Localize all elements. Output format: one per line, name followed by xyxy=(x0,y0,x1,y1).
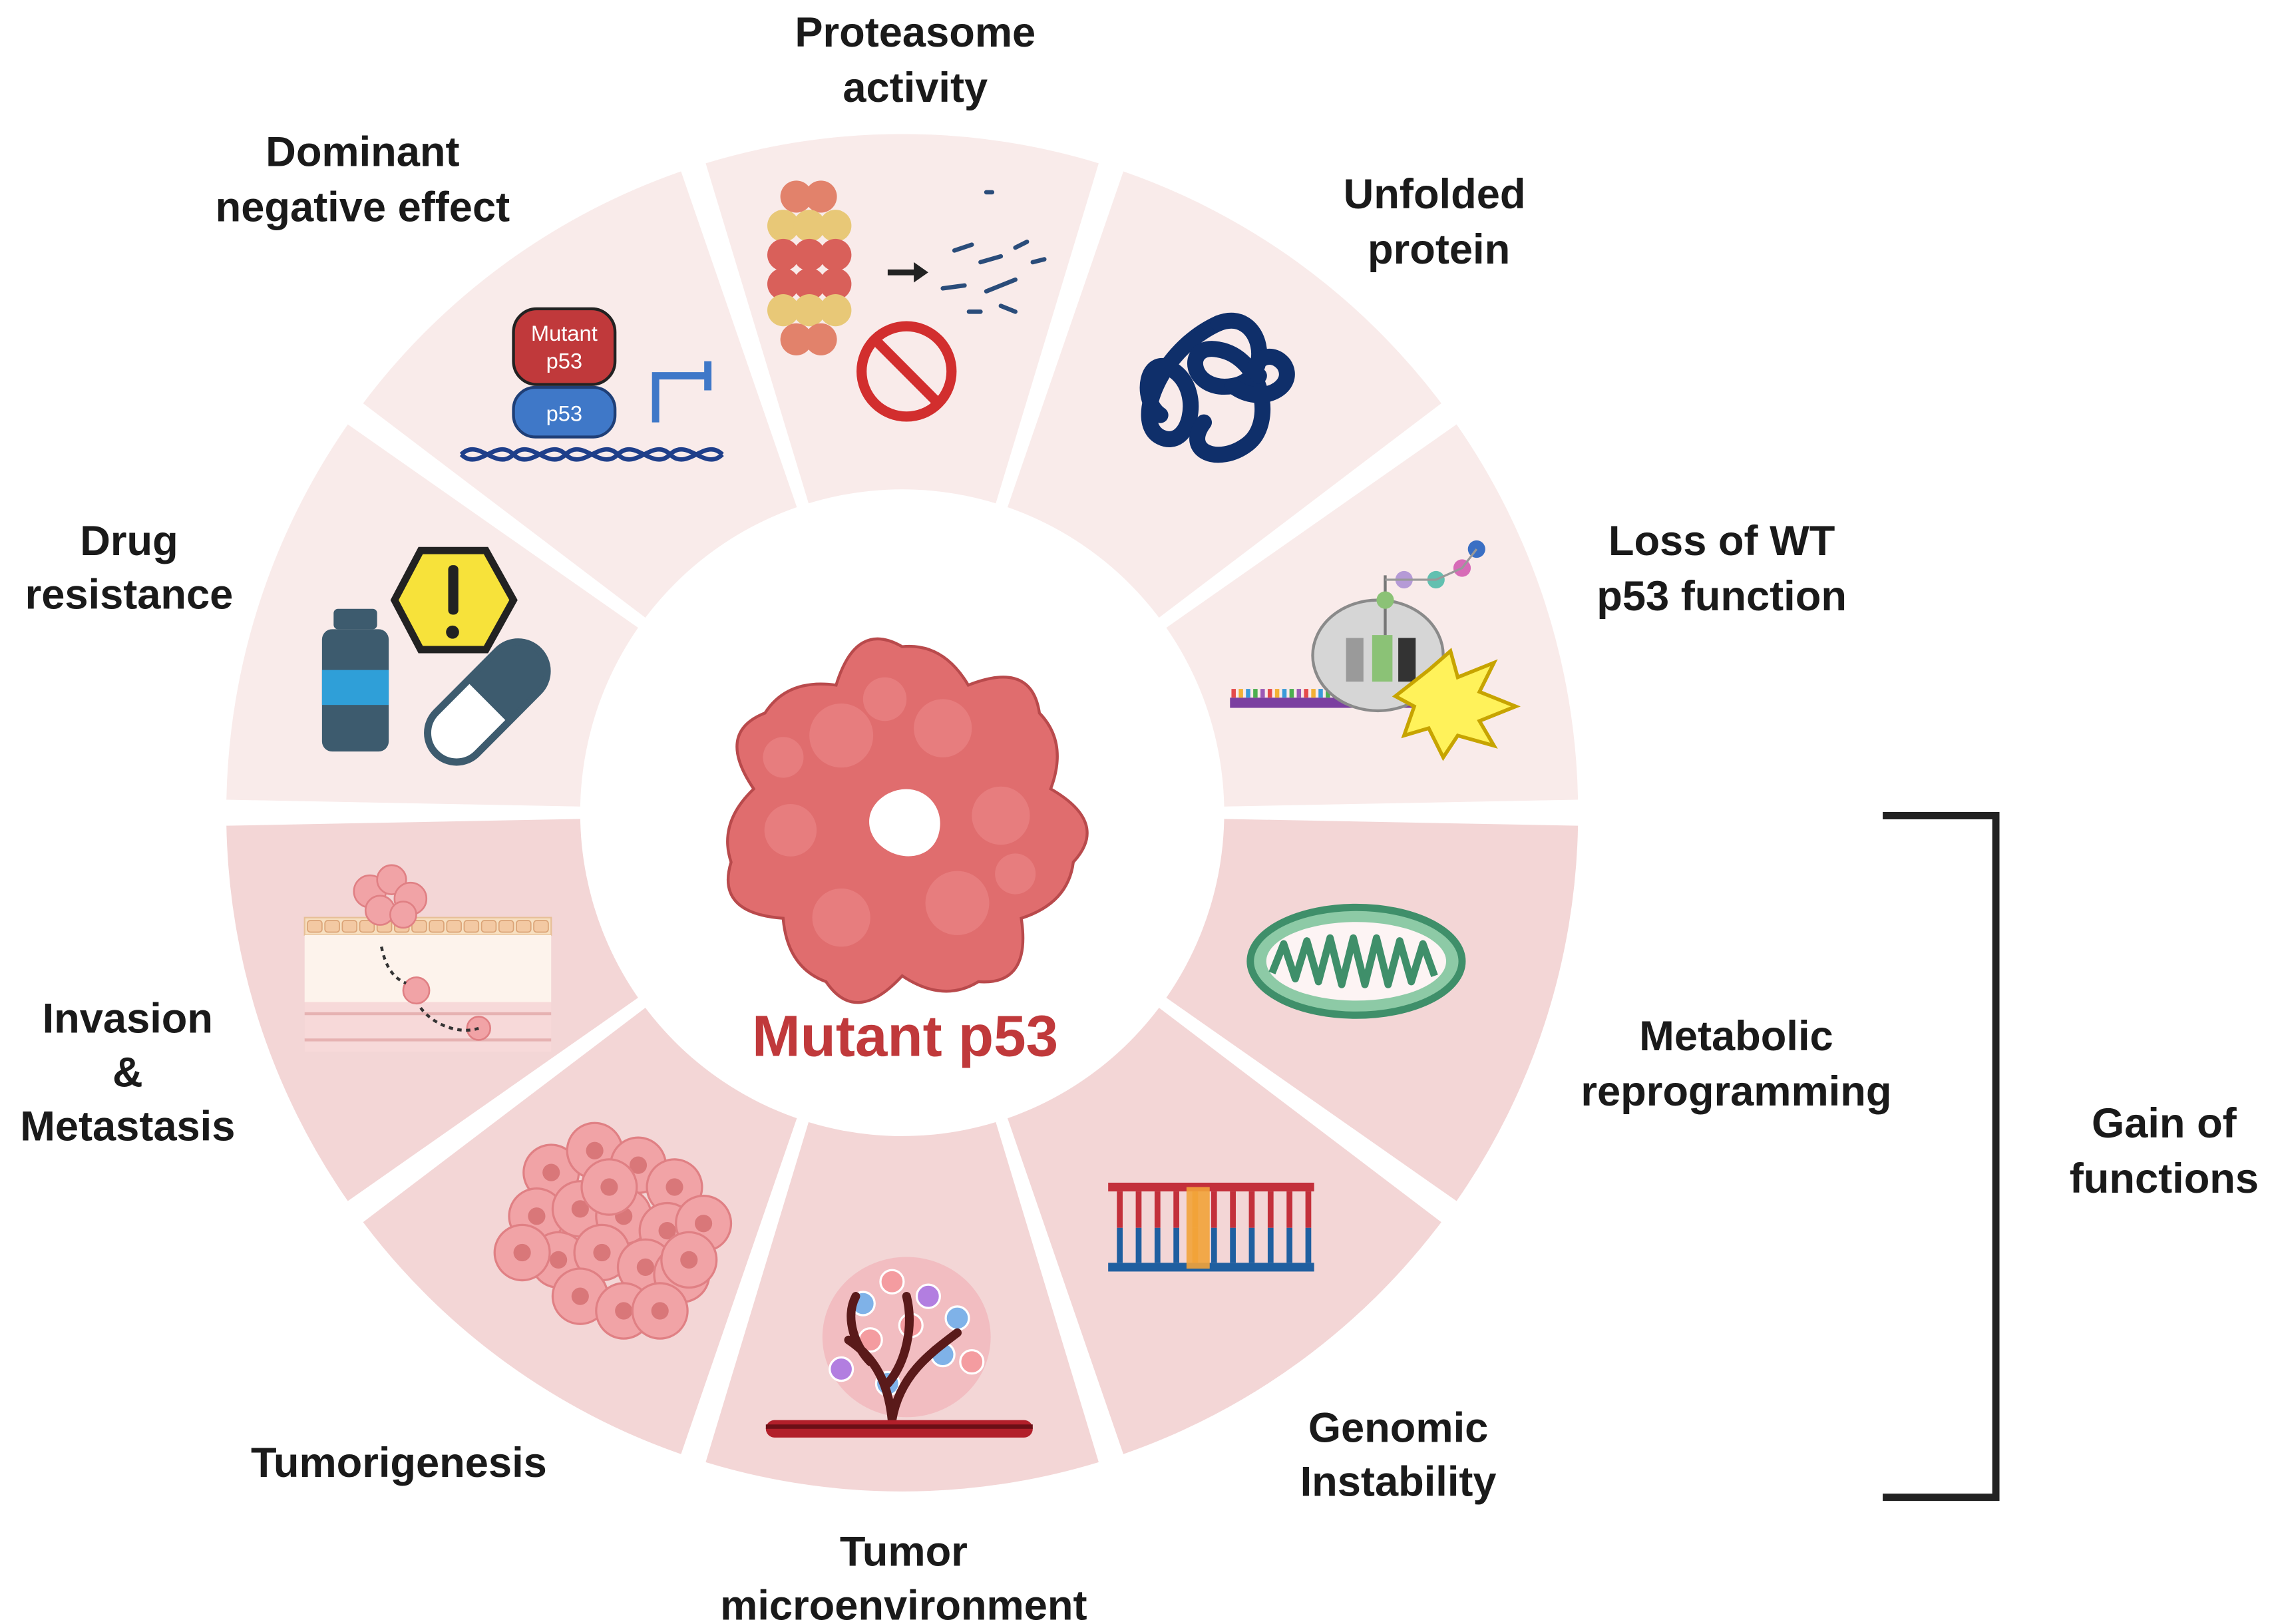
mutant-p53-protein-icon xyxy=(726,637,1089,1004)
label-invasion-metastasis: Invasion&Metastasis xyxy=(20,995,235,1149)
dna-ladder-icon xyxy=(1108,1182,1314,1272)
sector-genomic-instability xyxy=(1005,1003,1441,1454)
mutant-p53-box-label-2: p53 xyxy=(546,349,583,373)
transcription-block-icon xyxy=(1230,540,1521,761)
wt-p53-box-label: p53 xyxy=(546,401,583,425)
mutant-p53-box-label-1: Mutant xyxy=(531,321,598,345)
drug-warning-icon xyxy=(321,546,551,766)
label-tumorigenesis: Tumorigenesis xyxy=(251,1440,547,1486)
dominant-negative-icon: Mutant p53 p53 xyxy=(459,307,724,462)
proteasome-icon xyxy=(767,180,1047,422)
tumor-cell-cluster-icon xyxy=(493,1121,733,1340)
gain-of-functions-bracket xyxy=(1883,812,2000,1502)
mitochondrion-icon xyxy=(1246,903,1466,1019)
unfolded-protein-icon xyxy=(1139,312,1295,463)
tumor-vessel-icon xyxy=(765,1257,1033,1438)
center-title: Mutant p53 xyxy=(752,1003,1058,1068)
metastasis-icon xyxy=(303,864,552,1052)
sector-unfolded-protein xyxy=(1005,171,1441,622)
